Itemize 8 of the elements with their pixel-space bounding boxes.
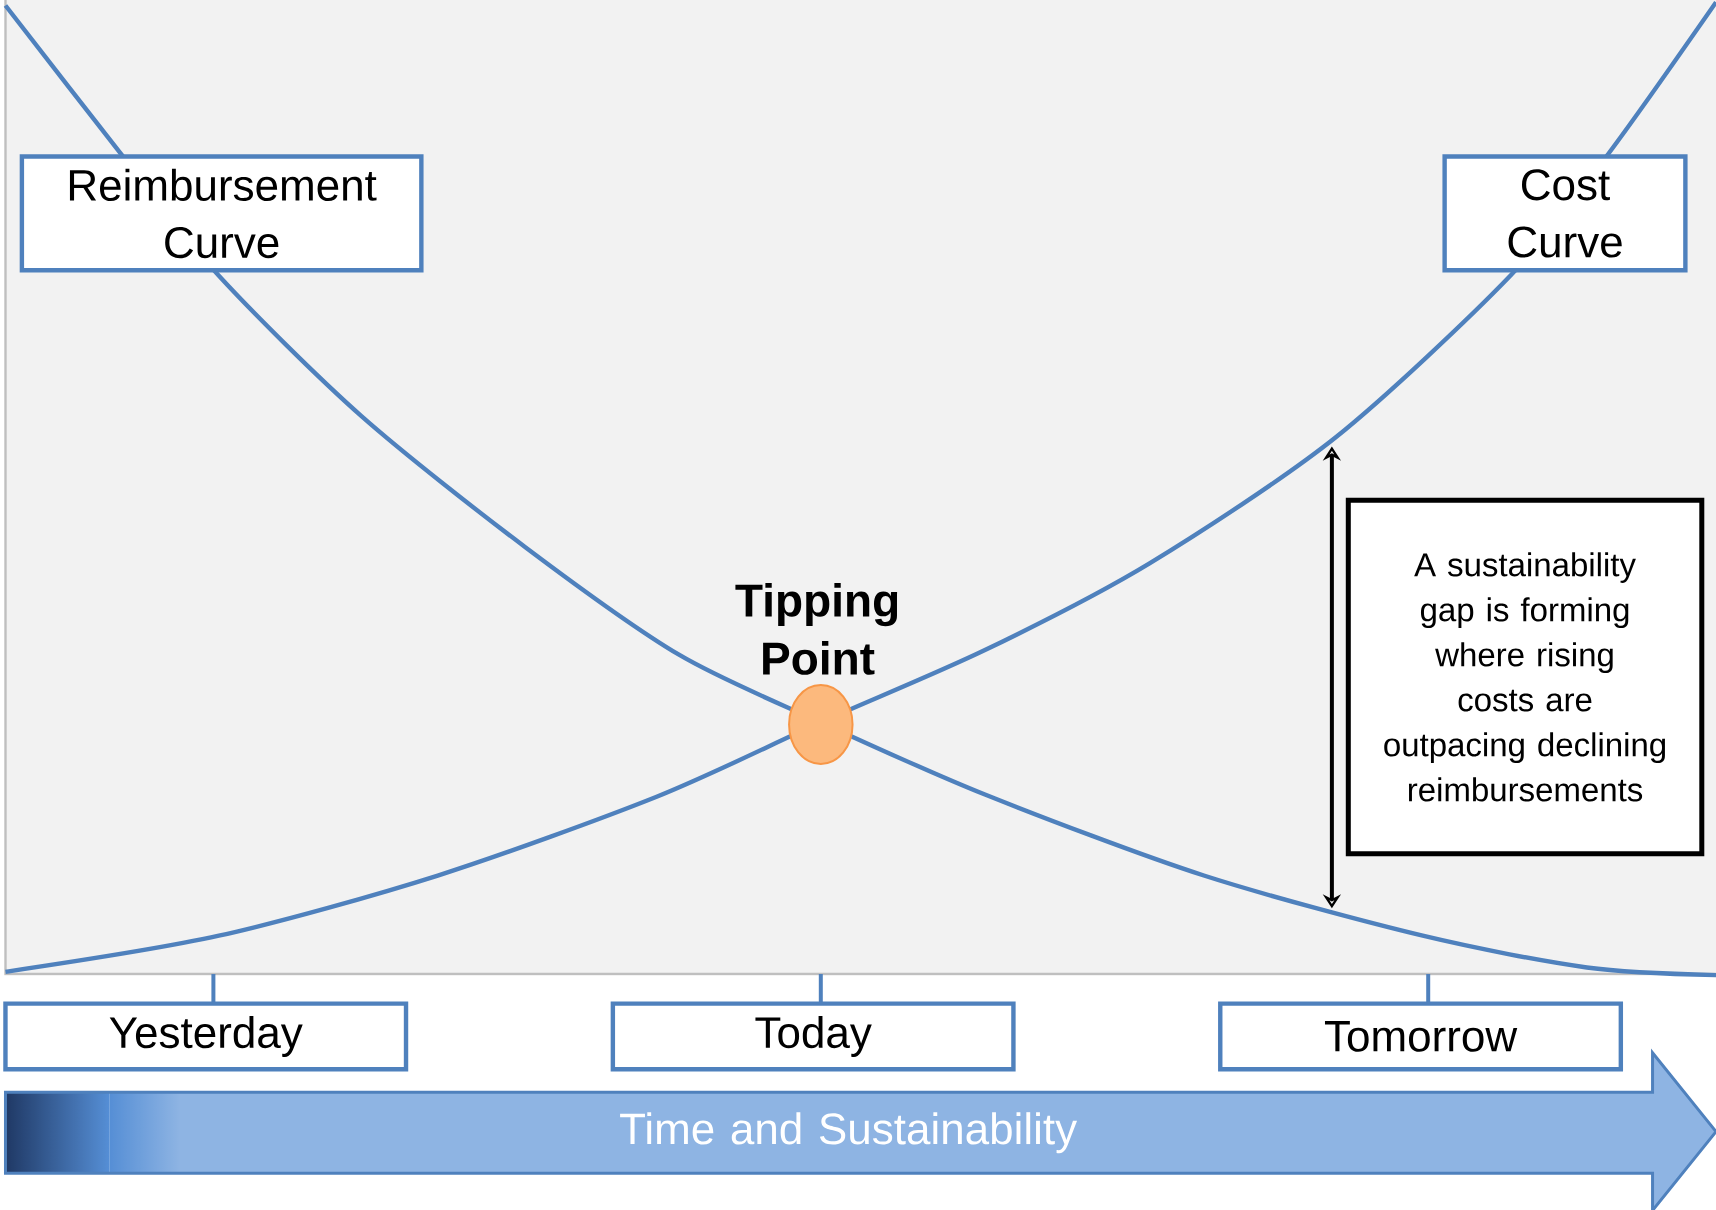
- tipping-point: Tipping Point: [735, 582, 898, 765]
- note-box: A sustainability gap is forming where rising costs are outpacing declining reimbursements: [1345, 497, 1705, 856]
- curve-label-box: Cost Curve: [1442, 154, 1688, 273]
- time-label-box: Tomorrow: [1218, 1001, 1624, 1072]
- time-label-box: Yesterday: [3, 1001, 409, 1072]
- time-label-box: Today: [610, 1001, 1016, 1072]
- node-label: Tipping Point: [735, 582, 898, 675]
- curve-label-box: Reimbursement Curve: [19, 154, 424, 273]
